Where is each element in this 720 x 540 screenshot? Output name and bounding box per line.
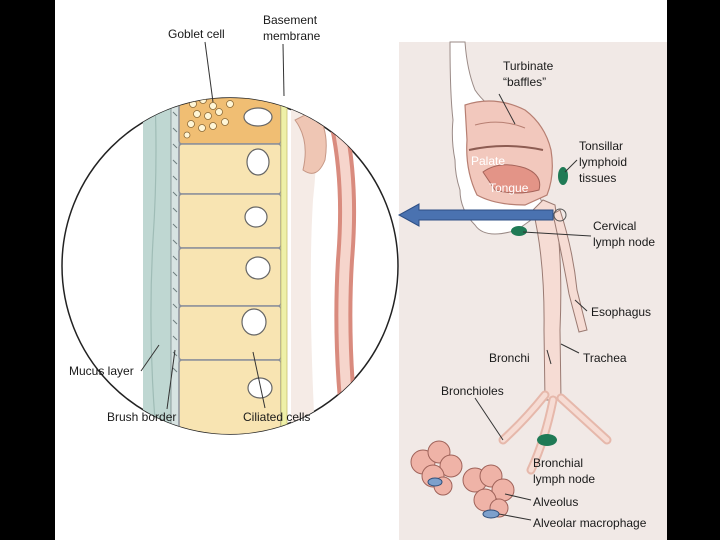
alveolar-macrophage-cells <box>427 477 500 519</box>
label-bronchial-2: lymph node <box>533 472 595 486</box>
label-tonsillar-1: Tonsillar <box>579 139 623 153</box>
left-leader-lines <box>140 41 285 410</box>
cilia-marks <box>172 98 178 373</box>
cell-fragment <box>294 109 327 174</box>
label-brush-border: Brush border <box>107 410 176 424</box>
label-bronchial-1: Bronchial <box>533 456 583 470</box>
label-esophagus: Esophagus <box>591 305 651 319</box>
label-bronchioles: Bronchioles <box>441 384 504 398</box>
label-tongue: Tongue <box>489 181 529 195</box>
label-tonsillar-3: tissues <box>579 171 616 185</box>
zoom-origin-marker <box>553 208 567 222</box>
magnified-epithelium <box>61 97 399 435</box>
label-goblet-cell: Goblet cell <box>168 27 225 41</box>
nuclei <box>241 107 273 399</box>
label-turbinate-1: Turbinate <box>503 59 554 73</box>
label-tonsillar-2: lymphoid <box>579 155 627 169</box>
label-cervical-1: Cervical <box>593 219 636 233</box>
alveoli-clusters <box>410 440 515 518</box>
tonsillar-lymphoid-node <box>558 167 568 185</box>
magnify-arrow <box>397 203 554 227</box>
label-bronchi: Bronchi <box>489 351 530 365</box>
label-mucus-layer: Mucus layer <box>69 364 134 378</box>
label-cervical-2: lymph node <box>593 235 655 249</box>
mucus-band <box>143 98 171 434</box>
label-alveolar-macrophage: Alveolar macrophage <box>533 516 647 530</box>
palate-line <box>468 145 544 151</box>
goblet-granules <box>183 98 234 139</box>
turbinate <box>474 121 526 129</box>
mucus-fibre <box>150 98 157 421</box>
label-alveolus: Alveolus <box>533 495 578 509</box>
slide: Goblet cell Basement membrane Mucus laye… <box>55 0 667 540</box>
label-palate: Palate <box>471 154 505 168</box>
label-turbinate-2: “baffles” <box>503 75 546 89</box>
label-basement-membrane-1: Basement <box>263 13 318 27</box>
label-ciliated-cells: Ciliated cells <box>243 410 310 424</box>
tongue-shape <box>482 164 541 194</box>
airway-anatomy <box>410 41 612 519</box>
esophagus-tube <box>552 209 588 333</box>
cervical-lymph-node <box>511 226 527 236</box>
right-leader-lines <box>474 93 592 521</box>
labels: Goblet cell Basement membrane Mucus laye… <box>69 13 655 530</box>
label-trachea: Trachea <box>583 351 627 365</box>
basement-membrane-band <box>280 98 288 434</box>
respiratory-diagram: Goblet cell Basement membrane Mucus laye… <box>61 13 655 530</box>
label-basement-membrane-2: membrane <box>263 29 321 43</box>
bronchial-lymph-node <box>537 434 557 446</box>
